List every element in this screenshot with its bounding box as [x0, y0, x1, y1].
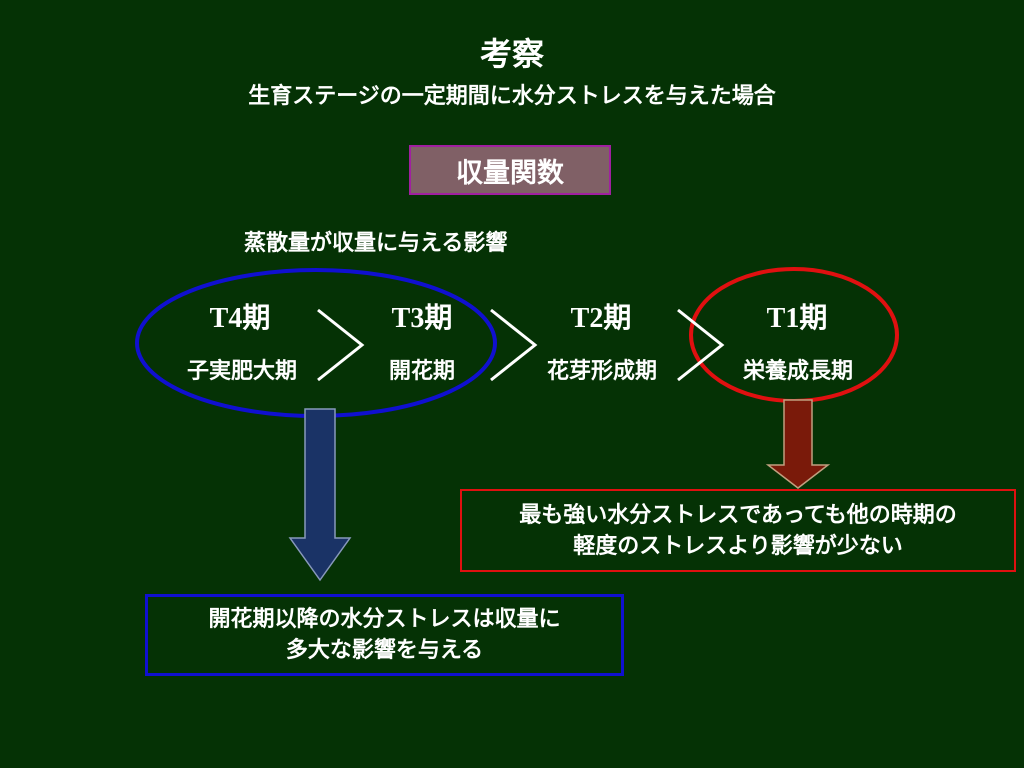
stage-t4-name: T4期: [209, 303, 271, 334]
stage-t4-desc: 子実肥大期: [186, 359, 297, 384]
greater-than-sign-3: [677, 308, 725, 382]
stage-t3-desc: 開花期: [388, 359, 455, 384]
stage-t1-name: T1期: [766, 303, 828, 334]
slide-title: 考察: [479, 35, 544, 73]
stage-t3-name: T3期: [391, 303, 453, 334]
greater-than-sign-1: [317, 308, 365, 382]
stage-t2-name: T2期: [570, 303, 632, 334]
conclusion-blue-line1: 開花期以降の水分ストレスは収量に: [208, 607, 561, 632]
conclusion-blue-box: 開花期以降の水分ストレスは収量に 多大な影響を与える: [145, 594, 624, 676]
evap-effect-label: 蒸散量が収量に与える影響: [244, 231, 508, 256]
conclusion-red-line1: 最も強い水分ストレスであっても他の時期の: [519, 502, 957, 528]
stage-t2-desc: 花芽形成期: [546, 359, 657, 384]
blue-highlight-ellipse: [135, 268, 497, 418]
greater-than-sign-2: [490, 308, 538, 382]
red-down-arrow: [765, 399, 831, 489]
blue-down-arrow: [288, 408, 352, 582]
slide-subtitle: 生育ステージの一定期間に水分ストレスを与えた場合: [248, 84, 776, 109]
yield-function-label: 収量関数: [456, 157, 564, 189]
conclusion-red-box: 最も強い水分ストレスであっても他の時期の 軽度のストレスより影響が少ない: [460, 489, 1016, 572]
conclusion-blue-line2: 多大な影響を与える: [285, 638, 484, 663]
conclusion-red-line2: 軽度のストレスより影響が少ない: [573, 533, 903, 559]
yield-function-box: 収量関数: [409, 145, 611, 195]
stage-t1-desc: 栄養成長期: [742, 359, 853, 384]
